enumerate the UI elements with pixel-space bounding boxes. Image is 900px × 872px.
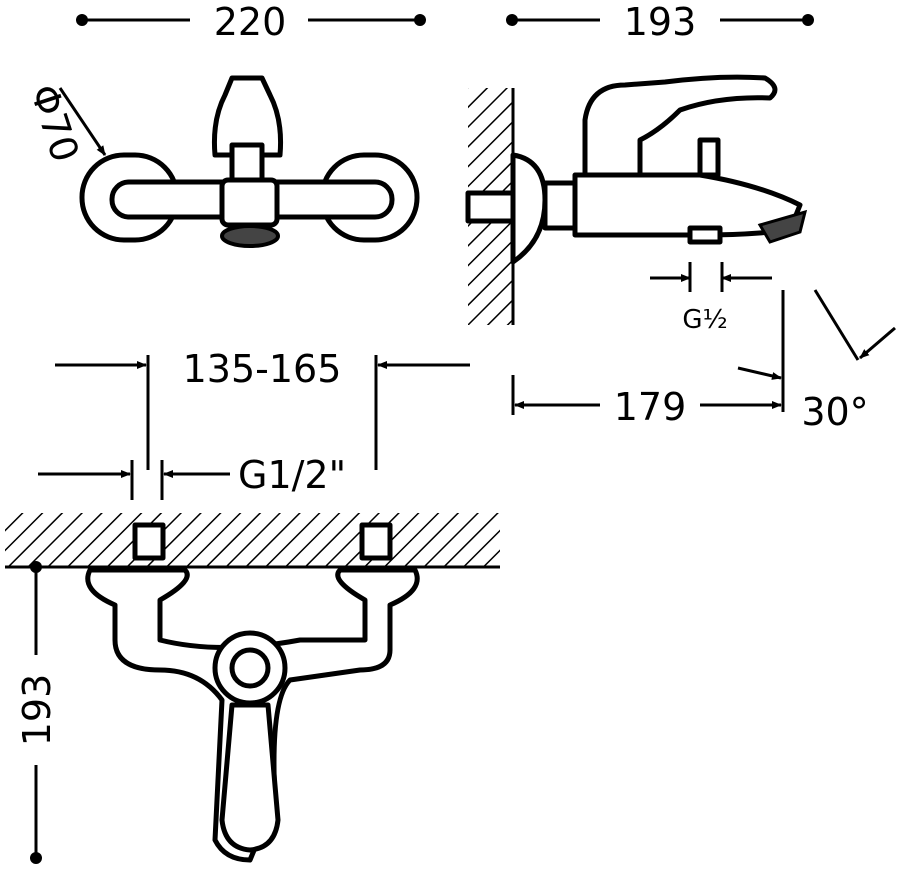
dim-dot [76,14,88,26]
dim-dot [414,14,426,26]
wall-hatch-plan [5,513,500,567]
eccentric-nut [542,180,578,231]
inlet-right [359,522,393,561]
dim-135-165-label: 135-165 [183,347,342,391]
front-view: 220 Φ70 [21,0,426,248]
cartridge-neck [229,142,265,183]
dim-193-vertical-label: 193 [15,674,59,747]
dim-phi70-label: Φ70 [21,79,87,167]
inlet-left [132,522,166,561]
dim-dot [506,14,518,26]
aerator [220,224,280,248]
dim-193-top-label: 193 [624,0,697,44]
dim-220-label: 220 [214,0,287,44]
dim-phi70-arrow [58,87,107,156]
cartridge-cap-inner [229,647,271,689]
side-view: 193 G½ 179 30° [465,0,896,434]
dim-179-label: 179 [614,385,687,429]
lever-side [582,74,778,178]
angle-arrow-left [737,366,782,380]
plan-view: 135-165 G1/2" 193 [5,347,500,864]
diverter-knob [697,137,721,178]
angle-line [813,289,860,361]
dim-g12-outlet-label: G½ [682,305,727,335]
rosette-side [510,152,548,265]
angle-arrow-right [859,326,896,360]
shower-outlet [687,225,723,245]
dim-g12-inlet-label: G1/2" [238,453,346,497]
spout-aerator [757,209,808,244]
lever-plan [219,702,281,853]
dim-dot [802,14,814,26]
wall-connector [465,190,516,224]
dim-30deg-label: 30° [801,390,868,434]
spout-front [219,177,280,228]
lever-front [212,75,283,158]
